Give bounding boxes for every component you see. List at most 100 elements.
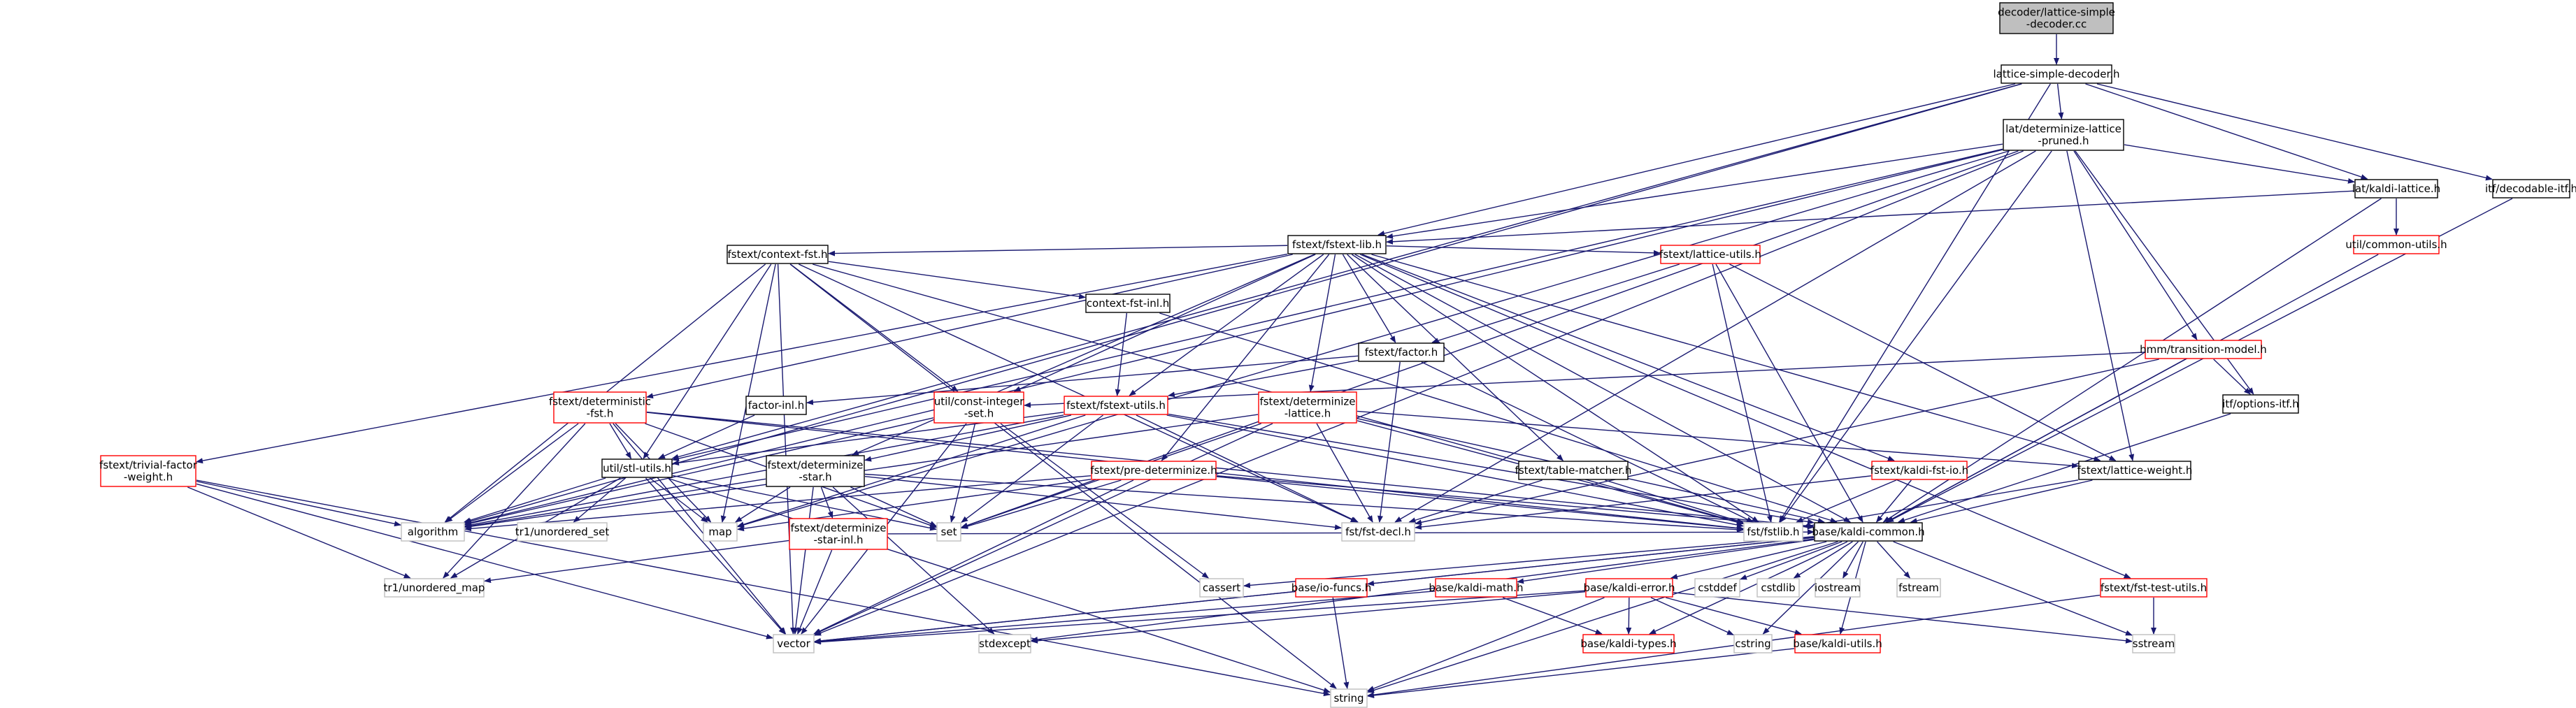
node-kt[interactable]: base/kaldi-types.h — [1580, 634, 1677, 653]
edge-tm-to-kc — [1885, 359, 2186, 523]
edge-fel-to-dl — [1308, 254, 1336, 392]
node-box — [553, 391, 647, 424]
edge-fi-to-su — [658, 414, 755, 459]
node-fac[interactable]: fstext/factor.h — [1358, 342, 1445, 362]
node-label: fstext/determinize — [790, 522, 886, 535]
node-km[interactable]: base/kaldi-math.h — [1429, 578, 1524, 598]
edge-lu-to-fl — [1712, 263, 1773, 523]
node-label: fstext/lattice-utils.h — [1659, 248, 1761, 261]
node-label: fstext/determinize — [767, 459, 863, 472]
edge-fu-to-map — [737, 414, 1086, 528]
node-label: map — [708, 526, 731, 538]
node-label: base/kaldi-math.h — [1429, 581, 1523, 594]
edge-ke-to-cstr — [1650, 597, 1734, 635]
edge-fac-to-fd — [1377, 361, 1401, 523]
node-dl[interactable]: fstext/determinize-lattice.h — [1258, 391, 1357, 424]
edge-ttf-to-vec — [196, 483, 773, 640]
node-tus: tr1/unordered_set — [515, 522, 609, 542]
node-box — [1733, 634, 1773, 653]
node-iof[interactable]: base/io-funcs.h — [1291, 578, 1371, 598]
node-box — [517, 522, 608, 542]
edge-ds-to-alg — [464, 478, 766, 529]
edge-fel-to-cf — [828, 245, 1288, 257]
edge-dlp-to-tm — [2073, 150, 2198, 340]
node-lw[interactable]: fstext/lattice-weight.h — [2077, 461, 2193, 480]
node-label: util/const-integer — [934, 396, 1024, 408]
edge-tm-to-oi — [2213, 359, 2252, 395]
edge-lw-to-kc — [1910, 479, 2093, 523]
node-label: -fst.h — [587, 407, 614, 420]
node-ke[interactable]: base/kaldi-error.h — [1584, 578, 1675, 598]
edge-su-to-set — [672, 475, 937, 531]
node-cf[interactable]: fstext/context-fst.h — [727, 245, 829, 264]
node-box — [1743, 522, 1803, 542]
node-pd[interactable]: fstext/pre-determinize.h — [1090, 461, 1217, 480]
node-ku[interactable]: base/kaldi-utils.h — [1793, 634, 1882, 653]
node-box — [1871, 461, 1968, 480]
node-box — [978, 634, 1031, 653]
node-box — [1518, 461, 1629, 480]
node-vec: vector — [773, 634, 815, 653]
node-box — [1085, 294, 1171, 313]
node-dlp[interactable]: lat/determinize-lattice-pruned.h — [2003, 119, 2124, 151]
node-label: vector — [777, 637, 810, 650]
node-tm[interactable]: hmm/transition-model.h — [2140, 340, 2267, 359]
node-cu[interactable]: util/common-utils.h — [2345, 235, 2447, 254]
edge-ds-to-fd — [864, 475, 1342, 530]
node-sst: sstream — [2132, 634, 2175, 653]
edge-cfi-to-kc — [1159, 312, 1838, 523]
edge-kc-to-cstddef — [1740, 541, 1842, 580]
node-set: set — [936, 522, 961, 542]
node-ftu[interactable]: fstext/fst-test-utils.h — [2100, 578, 2208, 598]
edge-ds-to-set — [850, 486, 937, 527]
node-ds[interactable]: fstext/determinize-star.h — [766, 455, 865, 487]
node-tmh[interactable]: fstext/table-matcher.h — [1515, 461, 1632, 480]
node-tum: tr1/unordered_map — [384, 578, 485, 598]
edge-fac-to-fu — [1168, 359, 1359, 398]
node-kl[interactable]: lat/kaldi-lattice.h — [2352, 179, 2440, 198]
edge-cf-to-fd — [798, 263, 1358, 523]
node-label: base/kaldi-error.h — [1584, 581, 1675, 594]
edge-ttf-to-tum — [187, 486, 411, 579]
node-kc[interactable]: base/kaldi-common.h — [1812, 522, 1925, 542]
node-box — [2001, 64, 2112, 84]
edge-ci-to-alg — [464, 417, 934, 526]
node-lu[interactable]: fstext/lattice-utils.h — [1659, 245, 1761, 264]
edge-det-to-tum — [443, 423, 586, 579]
edge-det-to-alg — [445, 423, 579, 523]
node-dsi[interactable]: fstext/determinize-star-inl.h — [789, 518, 888, 550]
node-lsd[interactable]: lattice-simple-decoder.h — [1993, 64, 2120, 84]
node-ios: iostream — [1815, 578, 1861, 598]
node-box — [1694, 578, 1740, 598]
node-oi[interactable]: itf/options-itf.h — [2222, 394, 2299, 414]
edge-dlp-to-map — [737, 150, 2010, 528]
node-label: -set.h — [964, 407, 994, 420]
edge-det-to-kc — [646, 411, 1815, 529]
node-kfi[interactable]: fstext/kaldi-fst-io.h — [1870, 461, 1968, 480]
node-label: fstext/determinize — [1259, 396, 1355, 408]
edge-fel-to-ttf — [196, 253, 1288, 464]
edge-lsd-to-ditf — [2096, 83, 2493, 181]
edge-fel-to-pd — [1161, 254, 1330, 461]
node-cstddef: cstddef — [1694, 578, 1740, 598]
edge-lsd-to-fel — [1378, 83, 2016, 236]
node-fi[interactable]: factor-inl.h — [745, 396, 807, 415]
node-det[interactable]: fstext/deterministic-fst.h — [549, 391, 651, 424]
node-label: fst/fst-decl.h — [1345, 526, 1411, 538]
node-cfi[interactable]: context-fst-inl.h — [1085, 294, 1171, 313]
edge-tmh-to-fd — [1408, 479, 1543, 523]
node-label: sstream — [2133, 637, 2175, 650]
edge-iof-to-vec — [814, 591, 1296, 644]
node-ci[interactable]: util/const-integer-set.h — [933, 391, 1024, 424]
node-su[interactable]: util/stl-utils.h — [601, 458, 673, 478]
node-fel[interactable]: fstext/fstext-lib.h — [1287, 235, 1387, 254]
node-label: fstext/deterministic — [549, 396, 651, 408]
node-ttf[interactable]: fstext/trivial-factor-weight.h — [99, 455, 198, 487]
node-box — [745, 396, 807, 415]
edge-fel-to-kc — [1354, 254, 1851, 523]
node-root[interactable]: decoder/lattice-simple-decoder.cc — [1998, 2, 2115, 34]
node-ditf[interactable]: itf/decodable-itf.h — [2485, 179, 2576, 198]
node-label: fstext/trivial-factor — [99, 459, 198, 472]
node-fu[interactable]: fstext/fstext-utils.h — [1064, 396, 1168, 415]
